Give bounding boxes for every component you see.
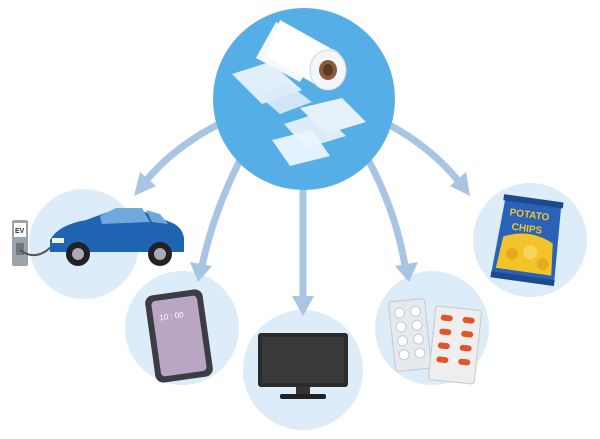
arrowheads: [134, 172, 470, 316]
television-icon: [258, 333, 348, 399]
film-sheets-icon: [232, 62, 366, 166]
electric-car-icon: [50, 208, 184, 266]
ev-charger-icon: EV: [12, 220, 53, 266]
arrowhead-medicine: [395, 262, 418, 282]
arrowhead-phone: [190, 262, 212, 282]
phone-clock: 10 : 00: [159, 310, 185, 322]
film-roll-icon: [256, 20, 347, 91]
arrowhead-chips: [450, 172, 470, 196]
arrowhead-car: [134, 172, 156, 196]
smartphone-icon: 10 : 00: [145, 289, 213, 383]
arrow-to-car: [141, 116, 231, 186]
arrow-to-chips: [376, 116, 464, 187]
charger-label: EV: [15, 228, 25, 235]
blister-pack-icon: [388, 298, 482, 385]
bag-text-line2: CHIPS: [511, 222, 543, 237]
snack-bag-icon: POTATO CHIPS: [490, 194, 564, 287]
arrowhead-tv: [292, 296, 314, 316]
